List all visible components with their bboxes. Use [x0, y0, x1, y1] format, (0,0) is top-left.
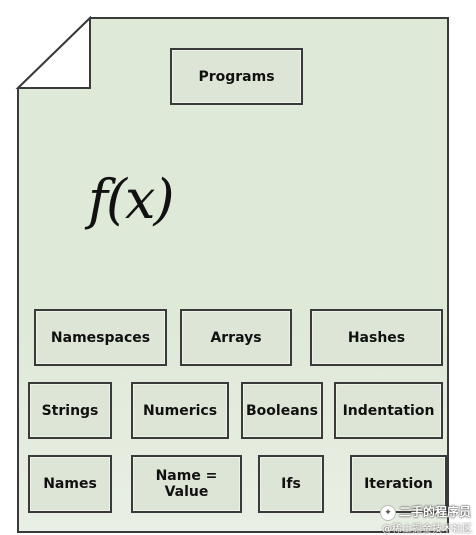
- namespaces-box: Namespaces: [34, 309, 167, 366]
- strings-box: Strings: [28, 382, 112, 439]
- watermark-sub: @稀土掘金技术社区: [382, 524, 472, 535]
- ifs-box: Ifs: [258, 455, 324, 513]
- numerics-box: Numerics: [131, 382, 229, 439]
- names-box: Names: [28, 455, 112, 513]
- arrays-box: Arrays: [180, 309, 292, 366]
- watermark-main: 二手的程序员: [399, 505, 472, 519]
- wechat-icon: ✦: [380, 505, 396, 521]
- indentation-box: Indentation: [334, 382, 443, 439]
- booleans-box: Booleans: [241, 382, 323, 439]
- programs-box: Programs: [170, 48, 303, 105]
- iteration-box: Iteration: [350, 455, 447, 513]
- name-value-box: Name = Value: [131, 455, 242, 513]
- folded-corner: [15, 15, 91, 89]
- function-formula: f(x): [88, 168, 175, 231]
- hashes-box: Hashes: [310, 309, 443, 366]
